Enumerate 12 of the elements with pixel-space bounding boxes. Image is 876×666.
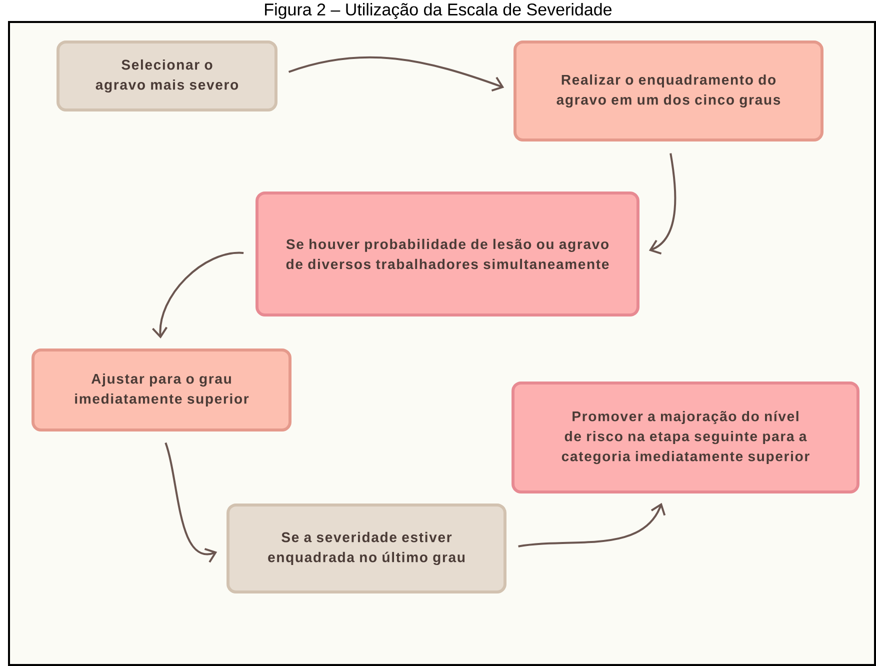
arrow: [648, 153, 676, 254]
arrow: [152, 252, 244, 339]
process-box: Ajustar para o grau imediatamente superior: [32, 348, 292, 432]
title: Figura 2 – Utilização da Escala de Severidade: [265, 3, 612, 19]
process-box: Se a severidade estiver enquadrada no último grau: [226, 504, 506, 594]
process-box: Realizar o enquadramento do agravo em um dos cinco graus: [514, 40, 824, 142]
process-box: Promover a majoração do nível de risco na etapa seguinte para a categoria imediatamente superior: [512, 382, 860, 494]
arrow: [518, 502, 666, 548]
arrow: [164, 442, 218, 563]
process-box: Selecionar o agravo mais severo: [56, 40, 278, 112]
arrow: [288, 56, 504, 92]
process-box: Se houver probabilidade de lesão ou agravo de diversos trabalhadores simultaneamente: [256, 192, 640, 316]
